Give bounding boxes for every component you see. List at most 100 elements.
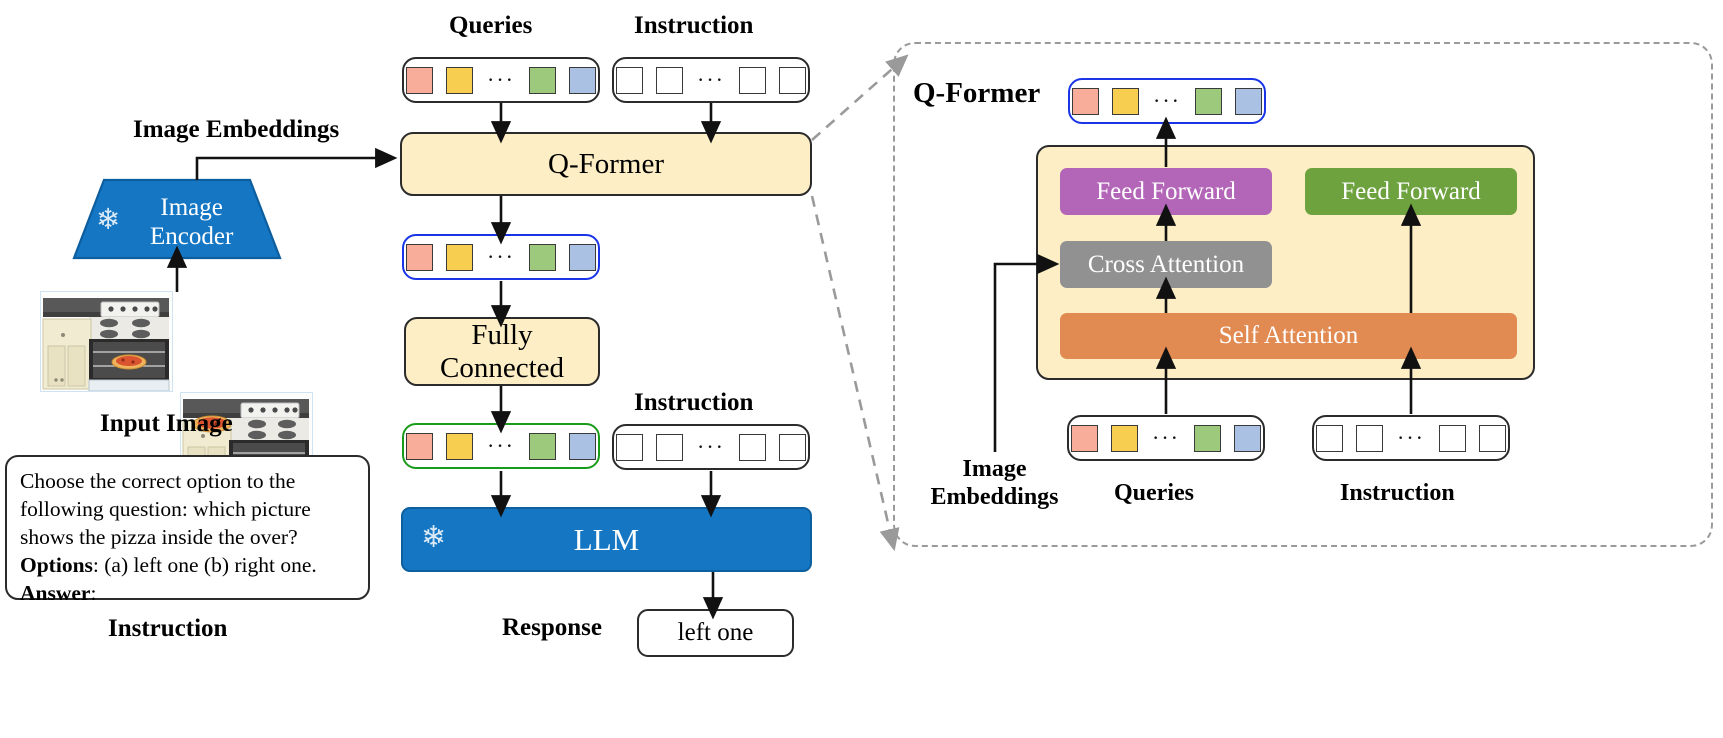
instruction-token-ellipsis: ··· xyxy=(697,67,725,92)
soft-token-2 xyxy=(446,432,473,460)
input-image-label: Input Image xyxy=(100,410,233,437)
output-token-2 xyxy=(446,243,473,271)
center-instruction-top-label: Instruction xyxy=(634,12,754,39)
detail-instruction-token-3 xyxy=(1438,424,1466,452)
instruction-options-line: Options: (a) left one (b) right one. xyxy=(20,552,355,580)
center-instruction-mid-label: Instruction xyxy=(634,389,754,416)
options-value: : (a) left one (b) right one. xyxy=(92,552,317,577)
llm-snowflake-icon: ❄ xyxy=(421,521,447,554)
instruction-line-1: Choose the correct option to the xyxy=(20,469,296,493)
detail-output-token-4 xyxy=(1234,87,1262,115)
center-instruction-tokens-mid[interactable]: ··· xyxy=(612,424,810,470)
qformer-detail-output-tokens[interactable]: ··· xyxy=(1068,78,1266,124)
soft-token-3 xyxy=(528,432,556,460)
instruction-mid-token-2 xyxy=(656,433,683,461)
soft-token-1 xyxy=(406,432,433,460)
instruction-token-2 xyxy=(656,66,683,94)
feed-forward-left-label: Feed Forward xyxy=(1096,177,1236,205)
query-token-1 xyxy=(406,66,433,94)
instruction-answer-line: Answer: xyxy=(20,580,355,608)
input-photo-1[interactable] xyxy=(40,291,173,392)
instruction-card-label: Instruction xyxy=(108,615,228,642)
soft-token-4 xyxy=(568,432,596,460)
center-qformer-output-tokens[interactable]: ··· xyxy=(402,234,600,280)
snowflake-icon: ❄ xyxy=(96,204,121,236)
detail-output-token-ellipsis: ··· xyxy=(1153,88,1181,113)
query-token-3 xyxy=(528,66,556,94)
detail-output-token-2 xyxy=(1112,87,1139,115)
cross-attention-label: Cross Attention xyxy=(1087,250,1245,278)
qformer-detail-title: Q-Former xyxy=(913,77,1041,109)
self-attention-block[interactable]: Self Attention xyxy=(1060,313,1517,359)
instruction-card: Choose the correct option to the followi… xyxy=(5,455,370,605)
detail-image-embeddings-line1: Image xyxy=(962,456,1027,482)
instruction-mid-token-4 xyxy=(778,433,806,461)
detail-instruction-token-4 xyxy=(1478,424,1506,452)
detail-query-token-3 xyxy=(1193,424,1221,452)
detail-query-token-1 xyxy=(1071,424,1098,452)
llm-label: LLM xyxy=(573,521,640,557)
detail-instruction-token-1 xyxy=(1316,424,1343,452)
fully-connected-label-line1: Fully xyxy=(471,319,533,352)
instruction-token-4 xyxy=(778,66,806,94)
feed-forward-right-label: Feed Forward xyxy=(1341,177,1481,205)
answer-label: Answer xyxy=(20,580,91,605)
output-token-1 xyxy=(406,243,433,271)
fully-connected-block[interactable]: Fully Connected xyxy=(404,317,600,386)
detail-instruction-token-2 xyxy=(1356,424,1383,452)
instruction-token-3 xyxy=(738,66,766,94)
detail-output-token-1 xyxy=(1072,87,1099,115)
image-encoder-label: Image Encoder xyxy=(150,193,233,251)
cross-attention-block[interactable]: Cross Attention xyxy=(1060,241,1272,288)
llm-block[interactable]: ❄ LLM xyxy=(401,507,812,572)
output-token-3 xyxy=(528,243,556,271)
query-token-2 xyxy=(446,66,473,94)
arrow-encoder-to-qformer xyxy=(195,147,398,180)
detail-instruction-label: Instruction xyxy=(1340,480,1455,506)
fully-connected-label-line2: Connected xyxy=(439,351,564,384)
soft-token-ellipsis: ··· xyxy=(487,433,515,458)
instruction-line-2: following question: which picture xyxy=(20,496,311,521)
output-token-ellipsis: ··· xyxy=(487,244,515,269)
dashed-connector-bottom xyxy=(810,195,900,552)
qformer-detail-instruction-tokens[interactable]: ··· xyxy=(1312,415,1510,461)
query-token-4 xyxy=(568,66,596,94)
detail-query-token-4 xyxy=(1233,424,1261,452)
instruction-mid-token-ellipsis: ··· xyxy=(697,434,725,459)
instruction-mid-token-1 xyxy=(616,433,643,461)
image-embeddings-label: Image Embeddings xyxy=(133,116,340,143)
detail-queries-label: Queries xyxy=(1114,480,1194,506)
detail-output-token-3 xyxy=(1194,87,1222,115)
output-token-4 xyxy=(568,243,596,271)
detail-image-embeddings-label: Image Embeddings xyxy=(907,456,1082,512)
center-instruction-tokens-top[interactable]: ··· xyxy=(612,57,810,103)
image-encoder-block[interactable]: ❄ Image Encoder xyxy=(72,178,282,260)
qformer-label: Q-Former xyxy=(548,147,664,180)
self-attention-label: Self Attention xyxy=(1218,322,1359,349)
options-label: Options xyxy=(20,552,93,577)
query-token-ellipsis: ··· xyxy=(487,67,515,92)
image-encoder-shape xyxy=(72,178,282,260)
instruction-line-3: shows the pizza inside the over? xyxy=(20,524,298,549)
detail-query-token-ellipsis: ··· xyxy=(1152,425,1180,450)
answer-value: : xyxy=(90,580,97,605)
detail-instruction-token-ellipsis: ··· xyxy=(1397,425,1425,450)
qformer-detail-panel xyxy=(893,42,1713,547)
detail-image-embeddings-line2: Embeddings xyxy=(930,483,1059,510)
qformer-block[interactable]: Q-Former xyxy=(400,132,812,196)
qformer-detail-queries-tokens[interactable]: ··· xyxy=(1067,415,1265,461)
instruction-token-1 xyxy=(616,66,643,94)
center-queries-tokens[interactable]: ··· xyxy=(402,57,600,103)
detail-query-token-2 xyxy=(1111,424,1138,452)
center-queries-label: Queries xyxy=(449,12,533,39)
image-encoder-label-line2: Encoder xyxy=(150,223,234,250)
response-box: left one xyxy=(637,609,794,657)
feed-forward-left-block[interactable]: Feed Forward xyxy=(1060,168,1272,215)
feed-forward-right-block[interactable]: Feed Forward xyxy=(1305,168,1517,215)
instruction-mid-token-3 xyxy=(738,433,766,461)
dashed-connector-top xyxy=(811,54,909,141)
response-value: left one xyxy=(677,619,754,646)
image-encoder-label-line1: Image xyxy=(160,194,223,221)
response-label: Response xyxy=(502,614,603,641)
center-soft-prompt-tokens[interactable]: ··· xyxy=(402,423,600,469)
